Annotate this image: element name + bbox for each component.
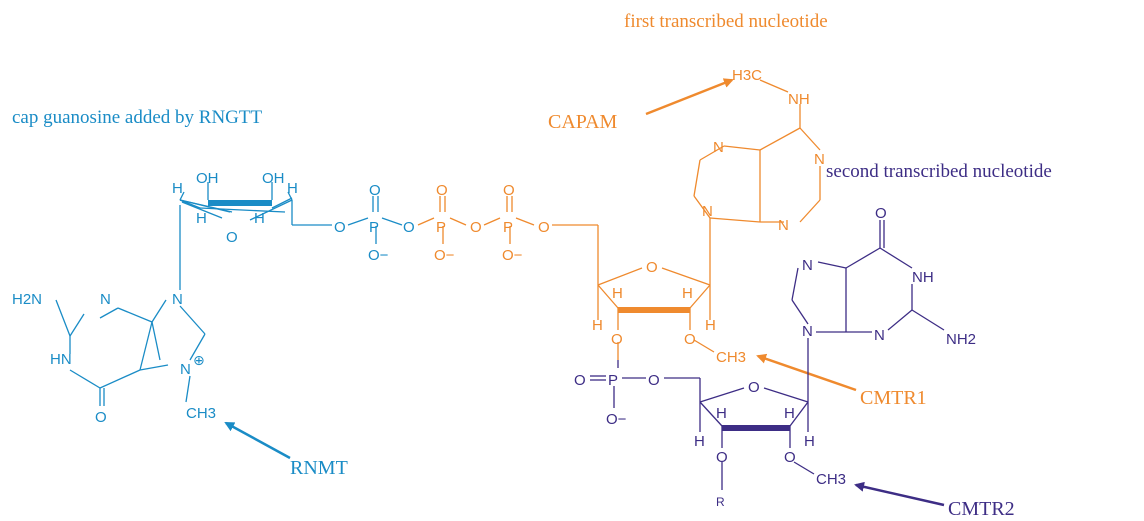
first-p1-o-top: O	[436, 182, 448, 199]
first-o-bridge: O	[470, 219, 482, 236]
cmtr2-label: CMTR2	[948, 498, 1015, 520]
cap-atom-labels: OH OH H H H H O O P O O− O N N N ⊕ HN H2…	[12, 170, 415, 426]
second-r: R	[716, 495, 725, 509]
cap-hn: HN	[50, 351, 72, 368]
second-carbonyl-o: O	[875, 205, 887, 222]
cap-phosphate-p: P	[369, 219, 379, 236]
cap-caption: cap guanosine added by RNGTT	[12, 107, 262, 128]
cap-h2n: H2N	[12, 291, 42, 308]
first-nucleotide-bonds	[417, 79, 821, 360]
first-p2-o-top: O	[503, 182, 515, 199]
first-p-1: P	[436, 219, 446, 236]
second-methyl: CH3	[816, 471, 846, 488]
first-n-9: N	[702, 203, 713, 220]
cap-n7-methyl: CH3	[186, 405, 216, 422]
cap-guanosine	[55, 182, 403, 406]
rnmt-label: RNMT	[290, 457, 348, 479]
first-h-2: H	[682, 285, 693, 302]
first-nh: NH	[788, 91, 810, 108]
first-ring-o: O	[646, 259, 658, 276]
second-n-3: N	[874, 327, 885, 344]
first-methyl: CH3	[716, 349, 746, 366]
cmtr1-arrow	[756, 353, 857, 392]
second-o-minus: O−	[606, 411, 627, 428]
first-h3c: H3C	[732, 67, 762, 84]
first-n-1: N	[814, 151, 825, 168]
first-o-5prime: O	[538, 219, 550, 236]
cap-carbonyl-o: O	[95, 409, 107, 426]
second-h-3: H	[694, 433, 705, 450]
first-n-7: N	[713, 139, 724, 156]
cap-o-bridge: O	[403, 219, 415, 236]
cmtr1-label: CMTR1	[860, 387, 927, 409]
capam-arrow	[645, 78, 734, 116]
second-p: P	[608, 372, 618, 389]
second-o-3prime: O	[716, 449, 728, 466]
second-n-7: N	[802, 257, 813, 274]
first-h-3: H	[592, 317, 603, 334]
cap-o-link: O	[334, 219, 346, 236]
first-h-1: H	[612, 285, 623, 302]
cap-n7: N	[180, 361, 191, 378]
second-o-bridge: O	[648, 372, 660, 389]
second-n-9: N	[802, 323, 813, 340]
first-p2-o-bottom: O−	[502, 247, 523, 264]
cap-h-2: H	[287, 180, 298, 197]
second-o-2prime: O	[784, 449, 796, 466]
cap-n9: N	[172, 291, 183, 308]
first-h-4: H	[705, 317, 716, 334]
second-ring-o: O	[748, 379, 760, 396]
first-nucleotide-caption: first transcribed nucleotide	[624, 11, 828, 32]
capam-label: CAPAM	[548, 111, 618, 133]
cap-n7-plus: ⊕	[193, 352, 205, 368]
rnmt-arrow	[224, 421, 291, 460]
cap-h-4: H	[254, 210, 265, 227]
first-p-2: P	[503, 219, 513, 236]
first-n-3: N	[778, 217, 789, 234]
second-h-2: H	[784, 405, 795, 422]
second-h-4: H	[804, 433, 815, 450]
second-nucleotide-bonds	[590, 220, 945, 490]
cap-oh-2: OH	[262, 170, 285, 187]
second-nh: NH	[912, 269, 934, 286]
second-nucleotide-caption: second transcribed nucleotide	[826, 161, 1052, 182]
cap-ring-o: O	[226, 229, 238, 246]
first-atom-labels: P O O− O P O O− O O H H H H O O CH3 N N …	[434, 67, 825, 366]
second-o-double: O	[574, 372, 586, 389]
cmtr2-arrow	[854, 481, 945, 507]
second-atom-labels: O P O O− O H H H H O O CH3 R N N N NH O …	[574, 205, 976, 509]
first-o-2prime: O	[684, 331, 696, 348]
cap-oh-1: OH	[196, 170, 219, 187]
cap-h-3: H	[196, 210, 207, 227]
second-nh2: NH2	[946, 331, 976, 348]
cap-phosphate-o-top: O	[369, 182, 381, 199]
cap-h-1: H	[172, 180, 183, 197]
first-p1-o-bottom: O−	[434, 247, 455, 264]
cap-n3: N	[100, 291, 111, 308]
cap-phosphate-o-bottom: O−	[368, 247, 389, 264]
second-h-1: H	[716, 405, 727, 422]
first-o-3prime: O	[611, 331, 623, 348]
